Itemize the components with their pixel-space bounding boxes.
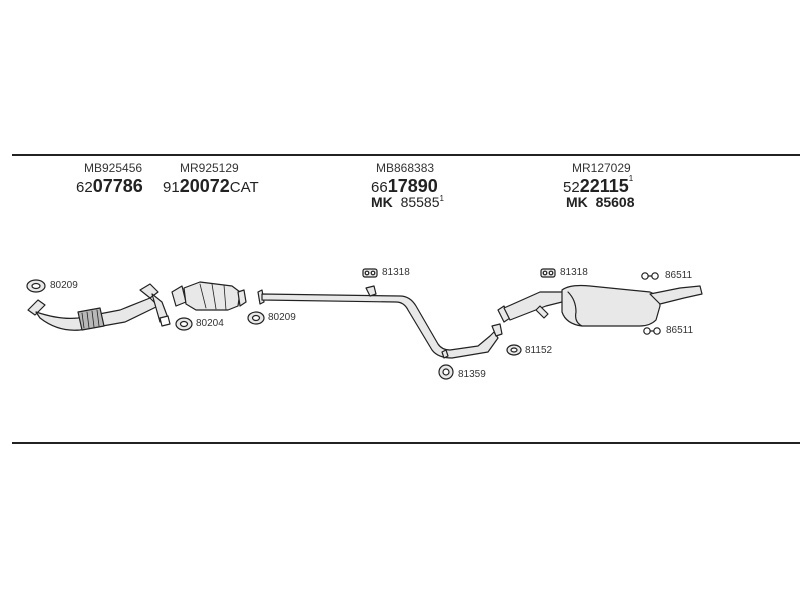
oe-number-front-pipe: MB925456 <box>84 161 143 175</box>
part-number-main: 22115 <box>579 176 629 196</box>
mk-number: 85585 <box>400 194 440 210</box>
bottom-divider-line <box>12 442 800 444</box>
rear-silencer-icon <box>497 284 703 327</box>
gasket-front-icon <box>26 279 46 293</box>
part-number-main: 07786 <box>92 176 143 196</box>
mk-superscript: 1 <box>439 194 444 203</box>
bracket-bottom-icon <box>643 327 661 335</box>
clamp-icon <box>438 364 454 380</box>
bracket-top-icon <box>641 272 659 280</box>
label-gasket-catalyst-left: 80204 <box>196 318 224 329</box>
part-number-front-pipe: 6207786 <box>76 176 143 197</box>
top-divider-line <box>12 154 800 156</box>
oe-number-catalyst: MR925129 <box>180 161 239 175</box>
front-pipe-icon <box>27 283 171 331</box>
label-gasket-catalyst-right: 80209 <box>268 312 296 323</box>
part-number-prefix: 62 <box>76 179 93 196</box>
mk-number-middle-pipe: MK 855851 <box>371 194 444 210</box>
oe-number-rear-silencer: MR127029 <box>572 161 631 175</box>
part-number-rear-silencer: 52221151 <box>563 174 634 197</box>
part-number-main: 17890 <box>387 176 438 196</box>
part-number-prefix: 66 <box>371 179 388 196</box>
part-number-prefix: 52 <box>563 179 580 196</box>
label-hanger-mid: 81318 <box>382 267 410 278</box>
hanger-rear-icon <box>540 268 556 278</box>
oe-number-middle-pipe: MB868383 <box>376 161 435 175</box>
catalytic-converter-icon <box>171 281 247 311</box>
label-gasket-rear: 81152 <box>525 345 553 356</box>
part-number-superscript: 1 <box>628 174 634 183</box>
gasket-catalyst-left-icon <box>175 317 193 331</box>
middle-pipe-icon <box>257 285 503 359</box>
mk-number: 85608 <box>595 194 635 210</box>
part-number-middle-pipe: 6617890 <box>371 176 438 197</box>
gasket-rear-icon <box>506 344 522 356</box>
label-bracket-top: 86511 <box>665 270 693 281</box>
mk-label: MK <box>371 194 393 210</box>
gasket-catalyst-right-icon <box>247 311 265 325</box>
mk-label: MK <box>566 194 588 210</box>
part-number-catalyst: 9120072CAT <box>163 176 259 197</box>
mk-number-rear-silencer: MK 85608 <box>566 194 635 210</box>
label-hanger-rear: 81318 <box>560 267 588 278</box>
part-number-prefix: 91 <box>163 179 180 196</box>
label-gasket-front: 80209 <box>50 280 78 291</box>
part-number-main: 20072 <box>179 176 230 196</box>
label-bracket-bottom: 86511 <box>666 325 694 336</box>
hanger-mid-icon <box>362 268 378 278</box>
part-number-suffix: CAT <box>229 179 259 196</box>
label-clamp: 81359 <box>458 369 486 380</box>
